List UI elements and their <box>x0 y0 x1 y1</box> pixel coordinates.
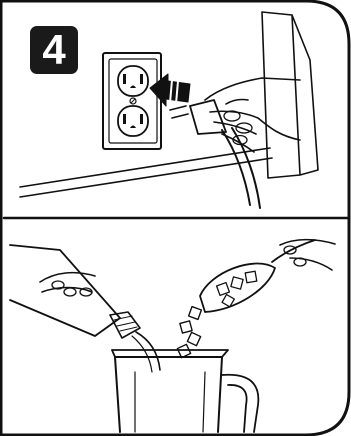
hand-holding-scoop <box>280 240 335 270</box>
power-cord <box>222 128 260 208</box>
arrow-icon <box>150 74 190 106</box>
wall-outlet <box>103 53 161 149</box>
ice-scoop <box>200 240 315 312</box>
hand-holding-bottle <box>40 273 95 292</box>
power-plug <box>170 100 226 134</box>
panel-add-ingredients <box>10 240 335 432</box>
liquid-bottle <box>10 245 160 372</box>
blender-jar <box>112 350 258 432</box>
step-number-badge: 4 <box>30 26 78 74</box>
cabinet <box>262 12 318 178</box>
counter-edge <box>20 148 272 197</box>
